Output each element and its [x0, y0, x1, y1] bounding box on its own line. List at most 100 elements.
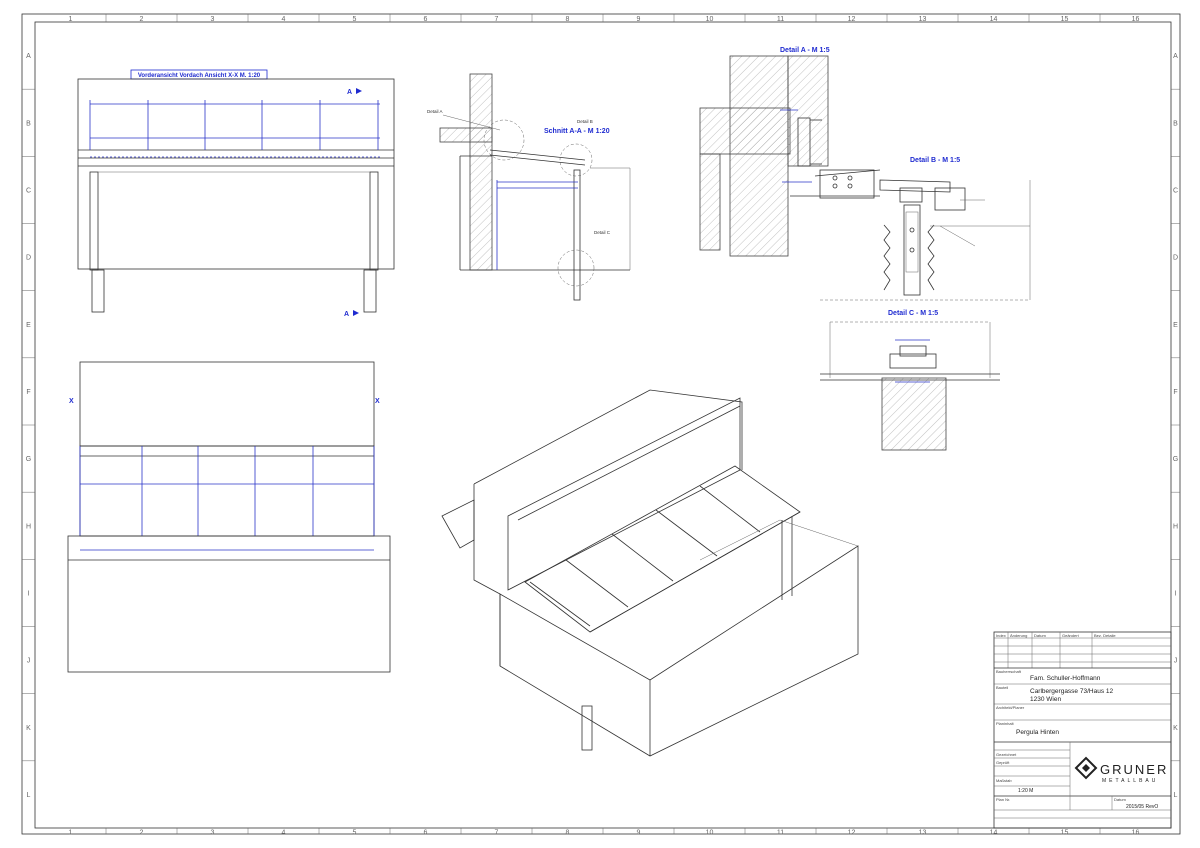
- plan-marker-right: X: [375, 398, 380, 405]
- zone-row-label: G: [26, 456, 31, 463]
- zone-column-label: 10: [706, 16, 714, 23]
- address-line-1: Carlbergergasse 73/Haus 12: [1030, 688, 1113, 695]
- zone-column-label: 8: [566, 830, 570, 837]
- detail-c-view: Detail C - M 1:5: [820, 310, 1000, 451]
- project-label: Bauteil: [996, 685, 1008, 690]
- plan-content: Pergula Hinten: [1016, 729, 1059, 736]
- zone-column-label: 4: [282, 830, 286, 837]
- zone-row-label: K: [26, 725, 31, 732]
- client-label: Bauherrschaft: [996, 669, 1022, 674]
- zone-row-label: L: [27, 792, 31, 799]
- revision-header-change: Änderung: [1010, 633, 1027, 638]
- zone-row-label: H: [1173, 523, 1178, 530]
- detail-a-view: Detail A - M 1:5: [699, 47, 881, 257]
- plan-view: X X: [67, 361, 391, 673]
- zone-row-label: F: [26, 389, 30, 396]
- zone-column-label: 5: [353, 16, 357, 23]
- zone-column-label: 3: [211, 830, 215, 837]
- plan-marker-left: X: [69, 398, 74, 405]
- zone-column-label: 7: [495, 830, 499, 837]
- zone-row-label: J: [27, 658, 31, 665]
- zone-column-label: 9: [637, 16, 641, 23]
- zone-row-label: J: [1174, 658, 1178, 665]
- front-view: Vorderansicht Vordach Ansicht X-X M. 1:2…: [77, 69, 395, 318]
- plan-number-label: Plan Nr.: [996, 797, 1010, 802]
- section-arrow-bottom-icon: [353, 310, 359, 316]
- detail-a-title: Detail A - M 1:5: [780, 47, 830, 54]
- date-label: Datum: [1114, 797, 1126, 802]
- zone-column-label: 11: [777, 16, 784, 23]
- scale-value: 1:20 M: [1018, 788, 1033, 794]
- detail-b-callout: Detail B: [577, 119, 593, 124]
- front-view-title: Vorderansicht Vordach Ansicht X-X M. 1:2…: [138, 73, 261, 79]
- zone-column-label: 16: [1132, 830, 1140, 837]
- plan-content-label: Planinhalt: [996, 721, 1014, 726]
- zone-column-label: 7: [495, 16, 499, 23]
- detail-b-view: Detail B - M 1:5: [820, 157, 1031, 301]
- drawn-label: Gezeichnet: [996, 752, 1017, 757]
- zone-row-label: D: [1173, 255, 1178, 262]
- zone-column-label: 2: [140, 830, 144, 837]
- zone-labels: 1122334455667788991010111112121313141415…: [22, 14, 1180, 837]
- zone-column-label: 2: [140, 16, 144, 23]
- detail-c-callout: Detail C: [594, 230, 611, 235]
- zone-row-label: D: [26, 255, 31, 262]
- address-line-2: 1230 Wien: [1030, 696, 1061, 703]
- zone-row-label: A: [26, 53, 31, 60]
- revision-header-index: Index: [996, 633, 1006, 638]
- scale-label: Maßstab: [996, 778, 1012, 783]
- zone-row-label: F: [1173, 389, 1177, 396]
- detail-b-title: Detail B - M 1:5: [910, 157, 960, 164]
- zone-column-label: 14: [990, 16, 998, 23]
- zone-column-label: 14: [990, 830, 998, 837]
- zone-row-label: C: [26, 187, 31, 194]
- zone-row-label: A: [1173, 53, 1178, 60]
- zone-row-label: H: [26, 523, 31, 530]
- zone-column-label: 5: [353, 830, 357, 837]
- architect-label: Architekt/Planer: [996, 705, 1025, 710]
- detail-c-title: Detail C - M 1:5: [888, 310, 938, 317]
- zone-column-label: 6: [424, 830, 428, 837]
- client-name: Fam. Schuller-Hoffmann: [1030, 675, 1101, 682]
- zone-column-label: 12: [848, 830, 856, 837]
- zone-row-label: I: [28, 590, 30, 597]
- revision-header-changed: Geändert: [1062, 633, 1080, 638]
- zone-column-label: 10: [706, 830, 714, 837]
- logo-subtitle: METALLBAU: [1102, 778, 1158, 784]
- zone-column-label: 1: [69, 830, 73, 837]
- zone-column-label: 1: [69, 16, 73, 23]
- zone-column-label: 11: [777, 830, 784, 837]
- zone-row-label: E: [1173, 322, 1178, 329]
- zone-row-label: L: [1174, 792, 1178, 799]
- zone-row-label: B: [26, 120, 31, 127]
- revision-header-date: Datum: [1034, 633, 1046, 638]
- section-marker-top: A: [347, 89, 352, 96]
- isometric-view: [441, 389, 859, 757]
- zone-row-label: G: [1173, 456, 1178, 463]
- zone-column-label: 9: [637, 830, 641, 837]
- zone-row-label: C: [1173, 187, 1178, 194]
- checked-label: Geprüft: [996, 760, 1010, 765]
- zone-column-label: 12: [848, 16, 856, 23]
- zone-column-label: 6: [424, 16, 428, 23]
- zone-column-label: 4: [282, 16, 286, 23]
- section-view: Detail A Detail B Detail C Schnitt A-A -…: [427, 73, 631, 301]
- detail-a-callout: Detail A: [427, 109, 443, 114]
- zone-column-label: 3: [211, 16, 215, 23]
- zone-column-label: 16: [1132, 16, 1140, 23]
- zone-column-label: 8: [566, 16, 570, 23]
- zone-row-label: E: [26, 322, 31, 329]
- logo-name: GRUNER: [1100, 762, 1168, 777]
- zone-row-label: B: [1173, 120, 1178, 127]
- zone-column-label: 15: [1061, 830, 1069, 837]
- section-arrow-top-icon: [356, 88, 362, 94]
- zone-row-label: K: [1173, 725, 1178, 732]
- zone-column-label: 13: [919, 16, 927, 23]
- revision-header-details: Bez. Detaile: [1094, 633, 1116, 638]
- zone-row-label: I: [1175, 590, 1177, 597]
- section-marker-bottom: A: [344, 311, 349, 318]
- zone-column-label: 15: [1061, 16, 1069, 23]
- date-value: 2015/05 RevO: [1126, 804, 1158, 810]
- section-view-title: Schnitt A-A - M 1:20: [544, 128, 610, 135]
